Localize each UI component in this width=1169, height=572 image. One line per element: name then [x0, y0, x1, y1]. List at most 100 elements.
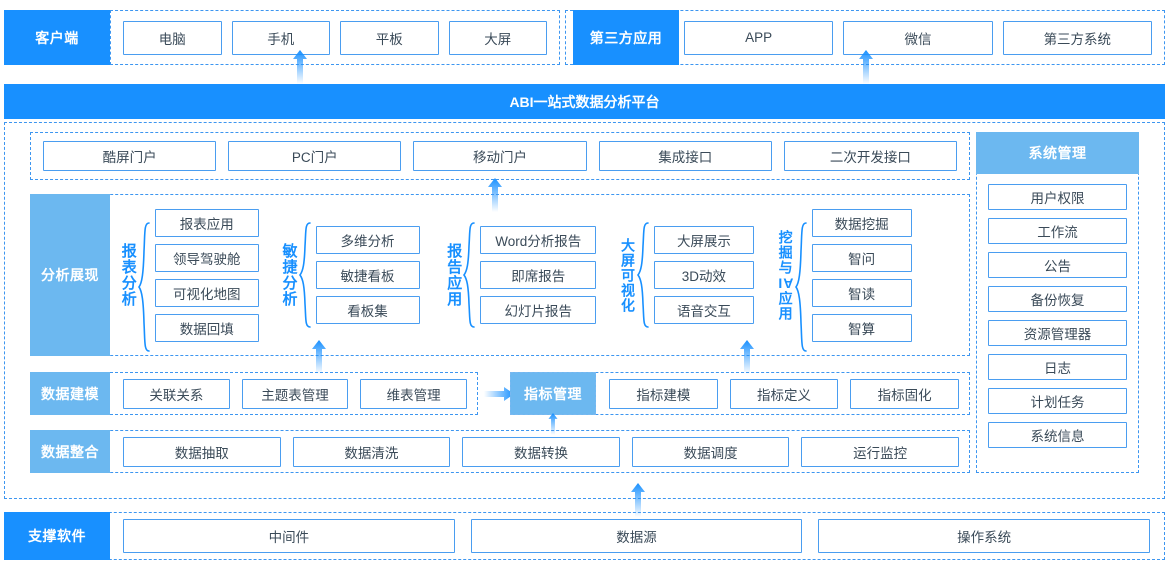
analysis-item[interactable]: 多维分析: [315, 226, 420, 254]
system-management-item[interactable]: 资源管理器: [988, 320, 1127, 346]
client-item[interactable]: 平板: [340, 20, 439, 55]
index-management-group: 指标建模 指标定义 指标固化: [510, 372, 970, 415]
group-label: 敏捷分析: [280, 243, 298, 307]
system-management-item[interactable]: 备份恢复: [988, 286, 1127, 312]
analysis-item[interactable]: 看板集: [315, 296, 420, 324]
group-items: 报表应用 领导驾驶舱 可视化地图 数据回填: [154, 208, 259, 342]
third-party-group: APP 微信 第三方系统: [565, 10, 1165, 65]
data-integration-item[interactable]: 数据调度: [631, 436, 790, 467]
index-management-header: 指标管理: [510, 372, 596, 415]
support-software-header: 支撑软件: [4, 512, 110, 560]
brace-icon: [636, 221, 649, 329]
analysis-item[interactable]: 报表应用: [154, 208, 259, 237]
group-items: 数据挖掘 智问 智读 智算: [811, 208, 912, 342]
third-party-item[interactable]: 第三方系统: [1002, 20, 1152, 55]
data-integration-group: 数据抽取 数据清洗 数据转换 数据调度 运行监控: [30, 430, 970, 473]
up-arrow-icon: [488, 178, 502, 212]
analysis-item[interactable]: 大屏展示: [653, 226, 754, 254]
system-management-item[interactable]: 公告: [988, 252, 1127, 278]
data-modeling-item[interactable]: 维表管理: [360, 378, 468, 409]
analysis-item[interactable]: 幻灯片报告: [480, 296, 597, 324]
analysis-item[interactable]: 智算: [811, 313, 912, 342]
platform-title-bar: ABI一站式数据分析平台: [4, 84, 1165, 119]
data-integration-header: 数据整合: [30, 430, 110, 473]
data-integration-item[interactable]: 运行监控: [801, 436, 959, 467]
up-arrow-icon: [859, 50, 873, 84]
brace-icon: [794, 221, 807, 352]
support-software-item[interactable]: 中间件: [123, 519, 455, 553]
analysis-group-mining-ai: 挖掘与AI应用 数据挖掘 智问 智读 智算: [777, 194, 912, 356]
clients-header: 客户端: [4, 10, 110, 65]
support-software-item[interactable]: 数据源: [470, 519, 803, 553]
analysis-group-agile: 敏捷分析 多维分析 敏捷看板 看板集: [281, 194, 420, 356]
portal-item[interactable]: 集成接口: [598, 141, 772, 171]
analysis-item[interactable]: 领导驾驶舱: [154, 243, 259, 272]
group-items: 多维分析 敏捷看板 看板集: [315, 226, 420, 324]
third-party-header: 第三方应用: [573, 10, 679, 65]
up-arrow-icon: [740, 340, 754, 374]
group-label: 挖掘与AI应用: [777, 229, 794, 321]
group-label-rot: AI: [777, 274, 794, 291]
portal-item[interactable]: 移动门户: [413, 141, 587, 171]
support-software-item[interactable]: 操作系统: [818, 519, 1151, 553]
analysis-item[interactable]: 智问: [811, 243, 912, 272]
analysis-item[interactable]: 数据挖掘: [811, 208, 912, 237]
right-arrow-icon: [484, 387, 514, 401]
brace-icon: [463, 221, 476, 329]
analysis-item[interactable]: 智读: [811, 278, 912, 307]
index-management-item[interactable]: 指标固化: [850, 378, 960, 409]
client-item[interactable]: 大屏: [448, 20, 547, 55]
up-arrow-icon: [548, 413, 558, 435]
group-items: 大屏展示 3D动效 语音交互: [653, 226, 754, 324]
index-management-item[interactable]: 指标建模: [609, 378, 718, 409]
up-arrow-icon: [293, 50, 307, 84]
system-management-list: 用户权限 工作流 公告 备份恢复 资源管理器 日志 计划任务 系统信息: [976, 180, 1139, 470]
analysis-header: 分析展现: [30, 194, 110, 356]
group-label: 报告应用: [445, 243, 463, 307]
portal-group: 酷屏门户 PC门户 移动门户 集成接口 二次开发接口: [30, 132, 970, 180]
third-party-item[interactable]: APP: [684, 20, 834, 55]
analysis-item[interactable]: 语音交互: [653, 296, 754, 324]
data-integration-item[interactable]: 数据清洗: [292, 436, 451, 467]
system-management-item[interactable]: 系统信息: [988, 422, 1127, 448]
analysis-item[interactable]: 数据回填: [154, 313, 259, 342]
system-management-item[interactable]: 工作流: [988, 218, 1127, 244]
system-management-item[interactable]: 用户权限: [988, 184, 1127, 210]
data-modeling-item[interactable]: 关联关系: [123, 378, 230, 409]
clients-group: 电脑 手机 平板 大屏: [110, 10, 560, 65]
portal-item[interactable]: 酷屏门户: [43, 141, 217, 171]
brace-icon: [298, 221, 311, 329]
up-arrow-icon: [631, 483, 645, 517]
system-management-header: 系统管理: [976, 132, 1139, 174]
analysis-item[interactable]: 敏捷看板: [315, 261, 420, 289]
portal-item[interactable]: PC门户: [228, 141, 402, 171]
client-item[interactable]: 电脑: [123, 20, 222, 55]
system-management-item[interactable]: 日志: [988, 354, 1127, 380]
brace-icon: [137, 221, 150, 352]
up-arrow-icon: [312, 340, 326, 374]
analysis-item[interactable]: 可视化地图: [154, 278, 259, 307]
group-label-prefix: 挖掘与: [777, 229, 794, 275]
data-integration-item[interactable]: 数据转换: [462, 436, 620, 467]
third-party-item[interactable]: 微信: [843, 20, 993, 55]
system-management-item[interactable]: 计划任务: [988, 388, 1127, 414]
analysis-item[interactable]: 3D动效: [653, 261, 754, 289]
portal-item[interactable]: 二次开发接口: [783, 141, 958, 171]
analysis-groups: 报表分析 报表应用 领导驾驶舱 可视化地图 数据回填 敏捷分析: [112, 194, 968, 356]
index-management-item[interactable]: 指标定义: [729, 378, 839, 409]
analysis-item[interactable]: 即席报告: [480, 261, 597, 289]
data-integration-item[interactable]: 数据抽取: [123, 436, 281, 467]
analysis-group-report-app: 报告应用 Word分析报告 即席报告 幻灯片报告: [445, 194, 597, 356]
data-modeling-header: 数据建模: [30, 372, 110, 415]
support-software-group: 中间件 数据源 操作系统: [4, 512, 1165, 560]
platform-body-container: [4, 122, 1165, 499]
group-label: 大屏可视化: [619, 237, 636, 313]
data-modeling-group: 关联关系 主题表管理 维表管理: [30, 372, 478, 415]
analysis-item[interactable]: Word分析报告: [480, 226, 597, 254]
analysis-group-report: 报表分析 报表应用 领导驾驶舱 可视化地图 数据回填: [120, 194, 259, 356]
data-modeling-item[interactable]: 主题表管理: [241, 378, 349, 409]
client-item[interactable]: 手机: [231, 20, 330, 55]
group-items: Word分析报告 即席报告 幻灯片报告: [480, 226, 597, 324]
analysis-group-bigscreen: 大屏可视化 大屏展示 3D动效 语音交互: [620, 194, 754, 356]
